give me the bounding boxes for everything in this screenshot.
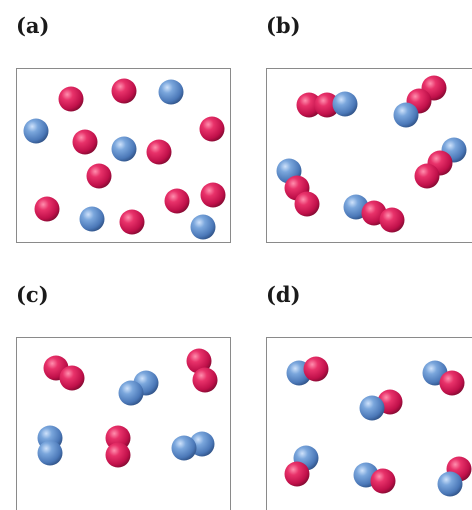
blue-atom-c-37	[37, 440, 63, 466]
red-atom-c-39	[105, 442, 131, 468]
blue-atom-b-20	[393, 102, 419, 128]
red-atom-a-1	[111, 78, 137, 104]
red-atom-b-26	[414, 163, 440, 189]
red-atom-c-35	[192, 367, 218, 393]
blue-atom-d-53	[437, 471, 463, 497]
panel-label-c: (c)	[16, 282, 49, 307]
red-atom-b-29	[379, 207, 405, 233]
red-atom-a-6	[146, 139, 172, 165]
red-atom-c-34	[186, 348, 212, 374]
red-atom-c-31	[59, 365, 85, 391]
red-atom-b-16	[314, 92, 340, 118]
blue-atom-a-14	[190, 214, 216, 240]
panel-label-a: (a)	[16, 13, 50, 38]
red-atom-a-8	[86, 163, 112, 189]
red-atom-a-4	[72, 129, 98, 155]
red-atom-a-12	[164, 188, 190, 214]
red-atom-a-0	[58, 86, 84, 112]
blue-atom-c-33	[118, 380, 144, 406]
panel-label-d: (d)	[266, 282, 301, 307]
red-atom-a-9	[34, 196, 60, 222]
red-atom-d-47	[439, 370, 465, 396]
blue-atom-a-5	[111, 136, 137, 162]
blue-atom-d-45	[359, 395, 385, 421]
red-atom-d-49	[284, 461, 310, 487]
red-atom-d-43	[303, 356, 329, 382]
red-atom-a-11	[119, 209, 145, 235]
red-atom-a-13	[200, 182, 226, 208]
blue-atom-a-2	[158, 79, 184, 105]
blue-atom-c-41	[171, 435, 197, 461]
blue-atom-b-17	[332, 91, 358, 117]
panel-label-b: (b)	[266, 13, 301, 38]
red-atom-d-51	[370, 468, 396, 494]
blue-atom-a-10	[79, 206, 105, 232]
red-atom-b-23	[294, 191, 320, 217]
red-atom-a-7	[199, 116, 225, 142]
atoms-layer	[23, 75, 472, 497]
red-atom-b-15	[296, 92, 322, 118]
blue-atom-a-3	[23, 118, 49, 144]
